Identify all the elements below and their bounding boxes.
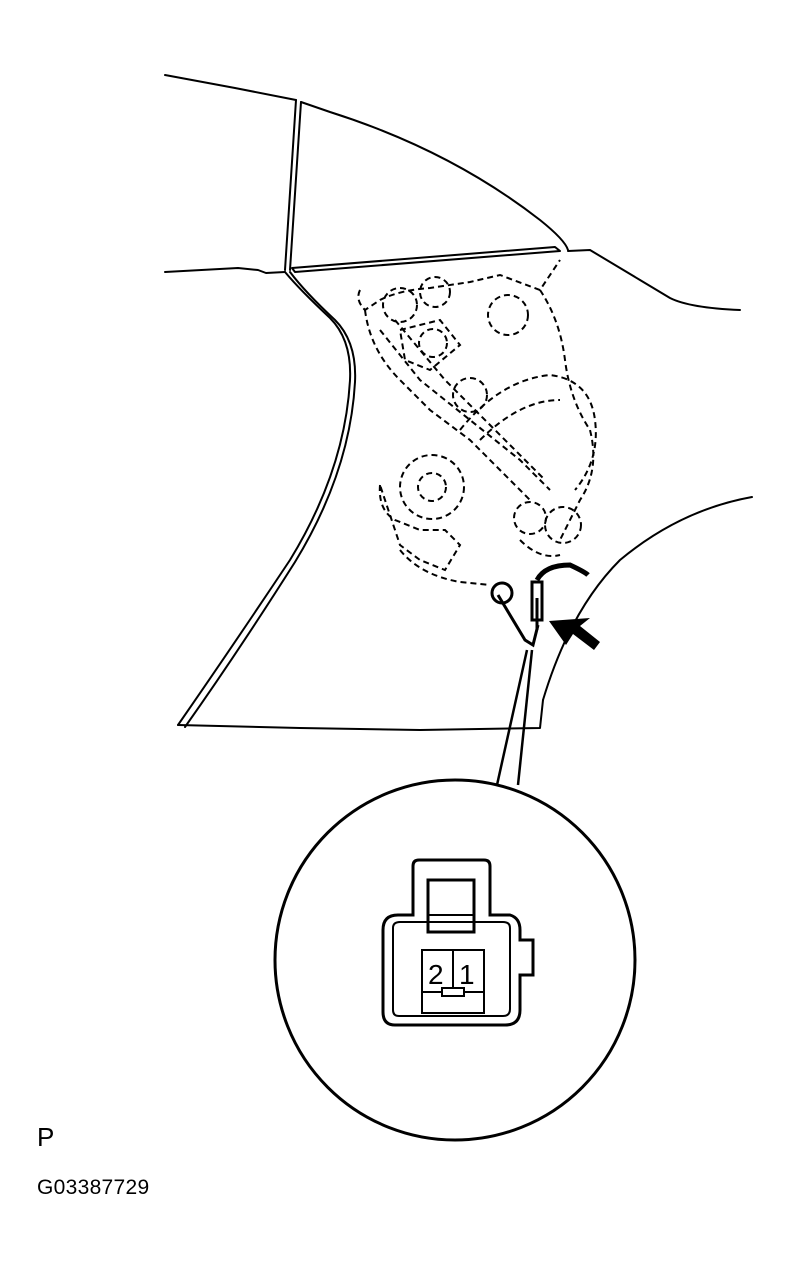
connector-face-icon [381,858,535,1027]
door-front-edge [177,271,352,726]
callout-circle [273,778,637,1142]
connector-harness [490,562,590,648]
body-line-right [567,249,741,311]
body-line-left [164,267,286,274]
b-pillar [284,99,302,271]
pin-label-1: 1 [459,959,475,990]
pin-label-2: 2 [428,959,444,990]
door-bottom [177,699,544,731]
arrow-pointer-icon [549,618,600,650]
belt-line [291,246,561,273]
window-regulator-hidden [357,259,597,586]
wheel-arch [542,496,753,701]
view-label: P [37,1122,55,1152]
door-front-edge-inner [184,271,357,728]
roof-line [164,74,297,101]
window-frame [300,101,569,251]
figure-id: G03387729 [37,1176,150,1199]
